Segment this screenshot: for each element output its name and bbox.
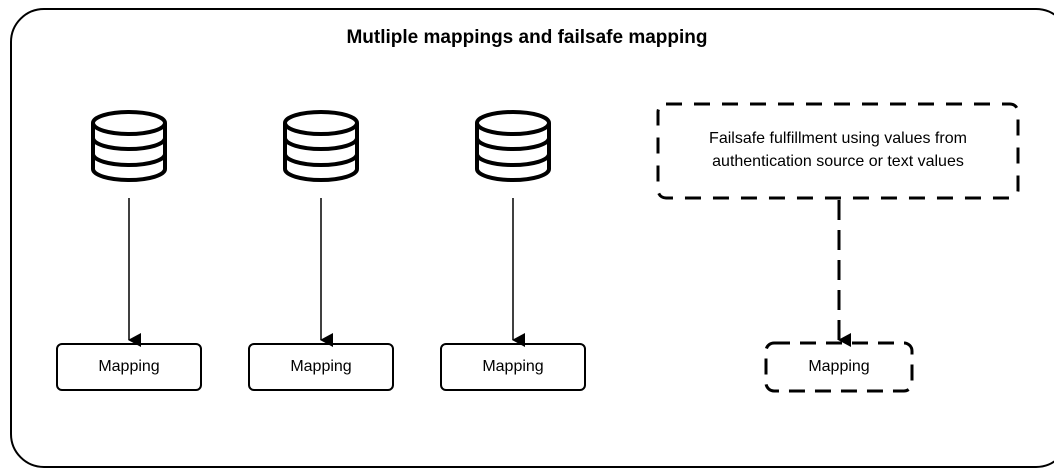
database-3-icon [475,110,551,182]
mapping-box-1: Mapping [56,343,202,391]
mapping-box-2: Mapping [248,343,394,391]
failsafe-text-line-1: Failsafe fulfillment using values from [709,130,967,147]
failsafe-text: Failsafe fulfillment using values from a… [668,127,1008,173]
failsafe-mapping-label: Mapping [808,358,870,375]
diagram-title: Mutliple mappings and failsafe mapping [346,27,708,48]
mapping-box-3: Mapping [440,343,586,391]
failsafe-mapping-box [764,341,914,393]
database-2-icon [283,110,359,182]
failsafe-box [656,102,1020,200]
failsafe-text-line-2: authentication source or text values [712,153,964,170]
database-1-icon [91,110,167,182]
diagram-canvas [91,102,1020,393]
